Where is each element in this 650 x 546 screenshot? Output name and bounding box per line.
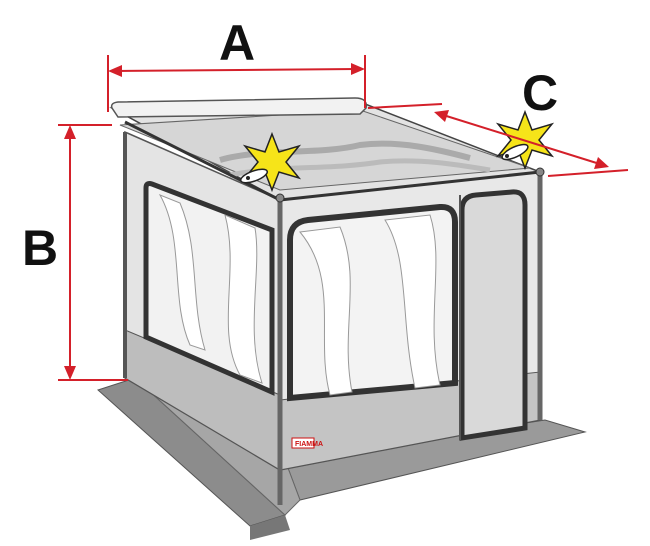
dimension-label-c: C bbox=[522, 65, 558, 121]
floor-mat bbox=[97, 377, 587, 540]
dimension-label-b: B bbox=[22, 220, 58, 276]
frame-poles bbox=[123, 132, 545, 505]
dimension-b: B bbox=[22, 124, 128, 381]
front-wall: FIAMMA bbox=[279, 171, 541, 471]
brand-name: FIAMMA bbox=[295, 441, 323, 448]
dimension-a: A bbox=[107, 15, 366, 112]
brand-badge bbox=[291, 437, 315, 449]
side-wall-left bbox=[124, 130, 281, 472]
fastening-clip-icon bbox=[239, 131, 302, 193]
dimension-label-a: A bbox=[219, 15, 255, 71]
dimension-c: C bbox=[367, 65, 629, 177]
